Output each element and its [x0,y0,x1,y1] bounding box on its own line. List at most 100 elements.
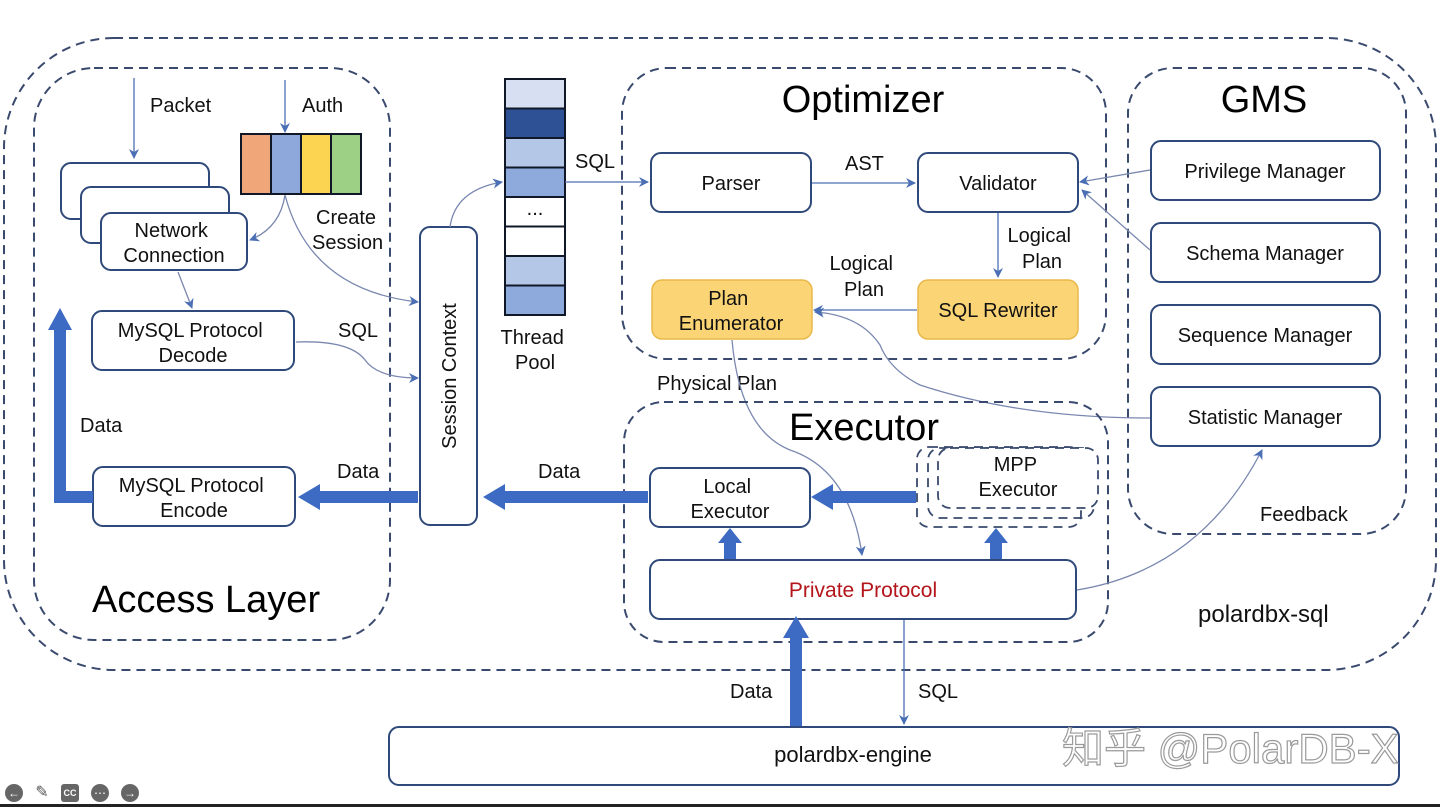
watermark: 知乎 @PolarDB-X [1062,725,1399,772]
private-protocol-box [649,559,1077,620]
parser-label: Parser [702,173,761,195]
plan-enumerator-box [651,279,813,340]
statistic-manager-label: Statistic Manager [1188,407,1343,429]
network-connection-line1: Network [135,220,209,242]
executor-container [623,401,1109,643]
data-label-mid: Data [337,461,380,483]
protocol-to-local-arrow [718,528,742,560]
thread-pool-cell [504,78,566,110]
packet-label: Packet [150,95,212,117]
protocol-to-mpp-arrow [984,528,1008,560]
le-line1: Local [703,476,751,498]
statistic-to-enumerator-arrow [814,307,1151,419]
engine-sql-label: SQL [918,681,958,703]
plan-enumerator-label: Plan Enumerator [679,288,784,335]
validator-label: Validator [959,173,1037,195]
feedback-label: Feedback [1260,504,1349,526]
ast-label: AST [845,153,884,175]
network-connection-box [100,212,248,271]
local-executor-label: Local Executor [691,476,770,523]
polardbx-sql-container [3,37,1437,671]
auth-queue-cell [330,133,362,195]
more-icon[interactable]: ⋯ [91,784,109,802]
next-icon[interactable]: → [121,784,139,802]
physical-plan-label: Physical Plan [657,373,777,395]
validator-box [917,152,1079,213]
connection-to-decode-arrow [177,271,194,309]
gms-container [1127,67,1407,535]
lp2-line1: Logical [830,253,893,275]
thread-pool-cell [504,137,566,169]
encode-line1: MySQL Protocol [119,475,264,497]
pe-line2: Enumerator [679,313,784,335]
thread-pool-label: Thread Pool [501,327,570,374]
auth-queue-cell [240,133,272,195]
polardbx-engine-label: polardbx-engine [774,742,932,767]
sequence-manager-box [1150,304,1381,365]
engine-data-label: Data [730,681,773,703]
network-connection-line2: Connection [123,245,224,267]
decode-to-session-arrow [295,341,419,383]
logical-plan-label-2: Logical Plan [830,253,899,301]
lp1-line2: Plan [1022,251,1062,273]
network-connection-label: Network Connection [123,220,224,267]
thread-pool-cell [504,255,566,287]
decode-line2: Decode [159,345,228,367]
auth-label: Auth [302,95,343,117]
gms-title: GMS [1221,79,1308,121]
threadpool-sql-label: SQL [575,151,615,173]
auth-queue [240,133,362,195]
cc-icon[interactable]: CC [61,784,79,802]
privilege-manager-label: Privilege Manager [1184,161,1346,183]
create-session-line2: Session [312,232,383,254]
thread-pool-cell [504,166,566,198]
prev-icon[interactable]: ← [5,784,23,802]
encode-line2: Encode [160,500,228,522]
session-to-threadpool-arrow [449,178,503,228]
decode-line1: MySQL Protocol [118,320,263,342]
optimizer-container [621,67,1107,360]
sql-rewriter-label: SQL Rewriter [938,300,1058,322]
pe-line1: Plan [708,288,748,310]
optimizer-title: Optimizer [782,79,945,121]
lp1-line1: Logical [1008,225,1071,247]
bottom-border [0,804,1440,807]
parser-box [650,152,812,213]
thread-pool-cell [504,107,566,139]
polardbx-engine-box [388,726,1400,786]
thread-pool-ellipsis: ... [527,198,544,220]
mpp-line2: Executor [979,479,1058,501]
private-protocol-label: Private Protocol [789,579,937,602]
auth-queue-cell [270,133,302,195]
polardbx-sql-label: polardbx-sql [1198,601,1329,628]
mpp-line1: MPP [994,454,1037,476]
thread-pool-line2: Pool [515,352,555,374]
pen-icon[interactable]: ✎ [35,784,49,801]
thread-pool-line1: Thread [501,327,564,349]
mpp-executor-box [937,447,1099,509]
mpp-to-local-arrow [811,484,916,510]
logical-plan-label-1: Logical Plan [1008,225,1077,273]
mpp-executor-label: MPP Executor [979,454,1058,501]
sequence-manager-label: Sequence Manager [1178,325,1353,347]
schema-manager-box [1150,222,1381,283]
create-session-arrow [284,194,419,306]
auth-to-connection-arrow [249,194,286,242]
session-context-label: Session Context [439,303,461,449]
session-context-box [419,226,478,526]
thread-pool: ... [504,78,566,316]
statistic-manager-box [1150,386,1381,447]
thread-pool-cell [504,225,566,257]
decode-sql-label: SQL [338,320,378,342]
create-session-line1: Create [316,207,376,229]
session-to-encode-arrow [298,484,418,510]
schema-to-validator-arrow [1081,189,1151,251]
auth-queue-cell [300,133,332,195]
decode-label: MySQL Protocol Decode [118,320,268,367]
feedback-arrow [1076,449,1263,591]
executor-title: Executor [789,407,939,449]
physical-plan-arrow [731,339,866,556]
sql-rewriter-box [917,279,1079,340]
lp2-line2: Plan [844,279,884,301]
